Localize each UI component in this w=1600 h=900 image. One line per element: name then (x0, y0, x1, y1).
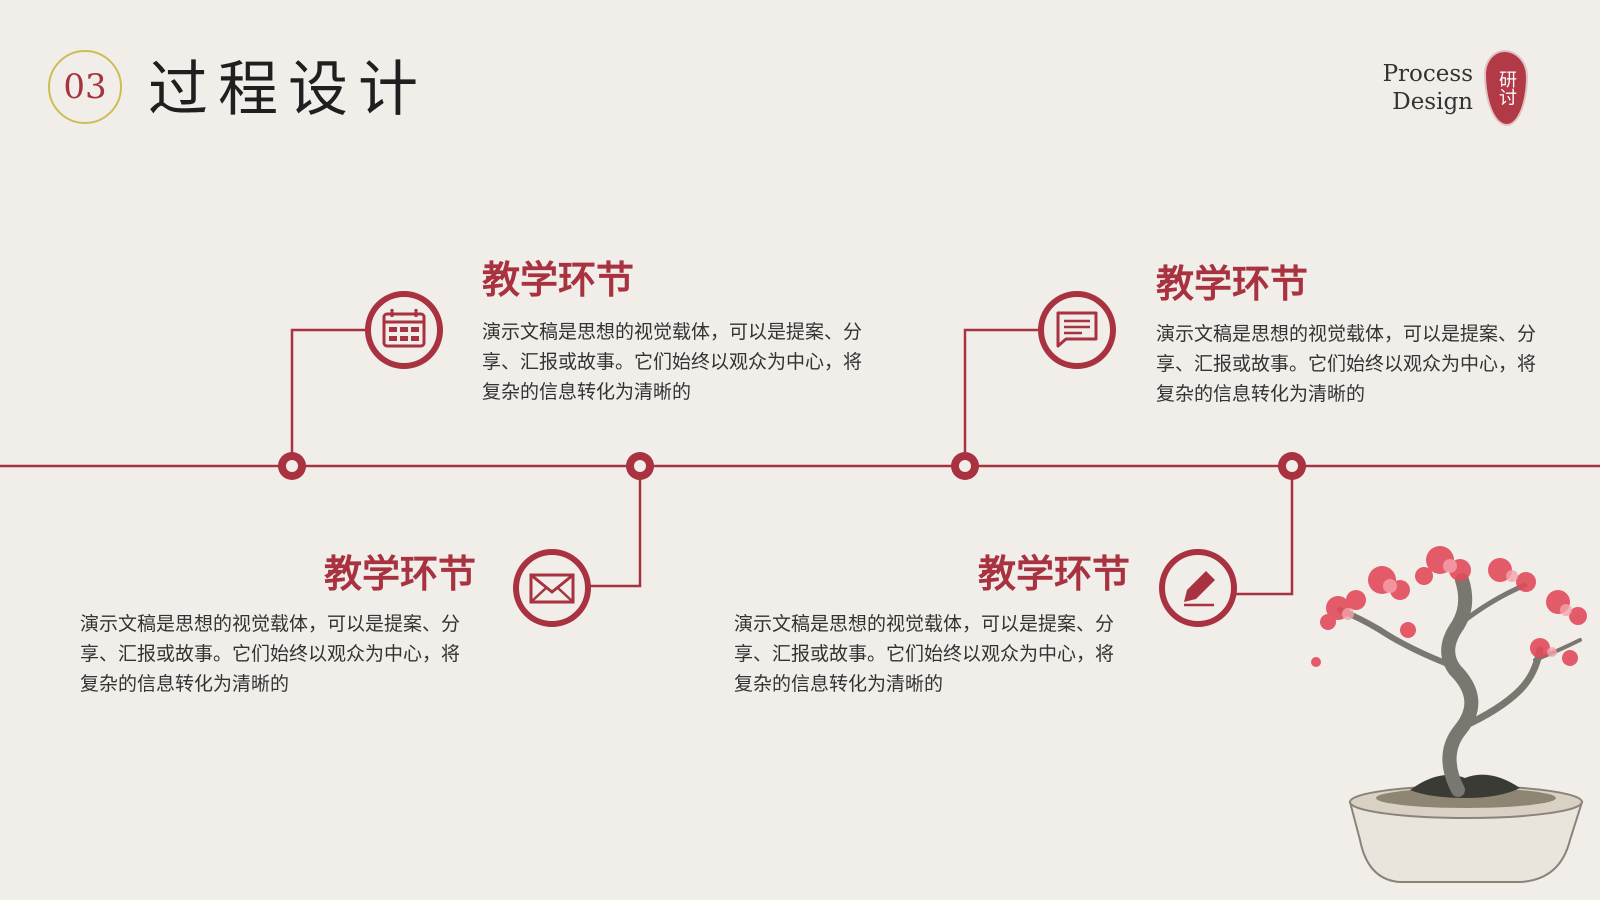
envelope-icon (513, 549, 591, 627)
timeline-node-2 (626, 452, 654, 480)
item-2-title: 教学环节 (323, 551, 476, 596)
timeline-node-4 (1278, 452, 1306, 480)
corner-label-line1: Process (1382, 61, 1473, 87)
pencil-icon (1159, 549, 1237, 627)
item-2-text: 演示文稿是思想的视觉载体，可以是提案、分享、汇报或故事。它们始终以观众为中心，将… (80, 613, 461, 695)
connector-3 (963, 328, 1038, 466)
calendar-icon (365, 291, 443, 369)
timeline-node-3 (951, 452, 979, 480)
connector-1 (290, 328, 366, 466)
corner-label: Process Design (1383, 60, 1473, 116)
item-4-title: 教学环节 (977, 551, 1130, 596)
seal-text: 研讨 (1496, 70, 1517, 106)
item-3-text: 演示文稿是思想的视觉载体，可以是提案、分享、汇报或故事。它们始终以观众为中心，将… (1156, 323, 1537, 405)
seal-stamp: 研讨 (1486, 52, 1526, 124)
timeline-node-1 (278, 452, 306, 480)
page-title: 过程设计 (148, 55, 428, 125)
section-number: 03 (63, 67, 107, 107)
item-3-title: 教学环节 (1156, 261, 1309, 306)
item-1-title: 教学环节 (482, 257, 635, 302)
connector-2 (590, 466, 642, 588)
item-1-text: 演示文稿是思想的视觉载体，可以是提案、分享、汇报或故事。它们始终以观众为中心，将… (482, 321, 863, 403)
connector-4 (1236, 466, 1294, 596)
chat-icon (1038, 291, 1116, 369)
section-number-badge: 03 (48, 50, 122, 124)
bonsai-illustration (1311, 546, 1587, 883)
item-4-text: 演示文稿是思想的视觉载体，可以是提案、分享、汇报或故事。它们始终以观众为中心，将… (734, 613, 1115, 695)
corner-label-line2: Design (1392, 89, 1473, 115)
